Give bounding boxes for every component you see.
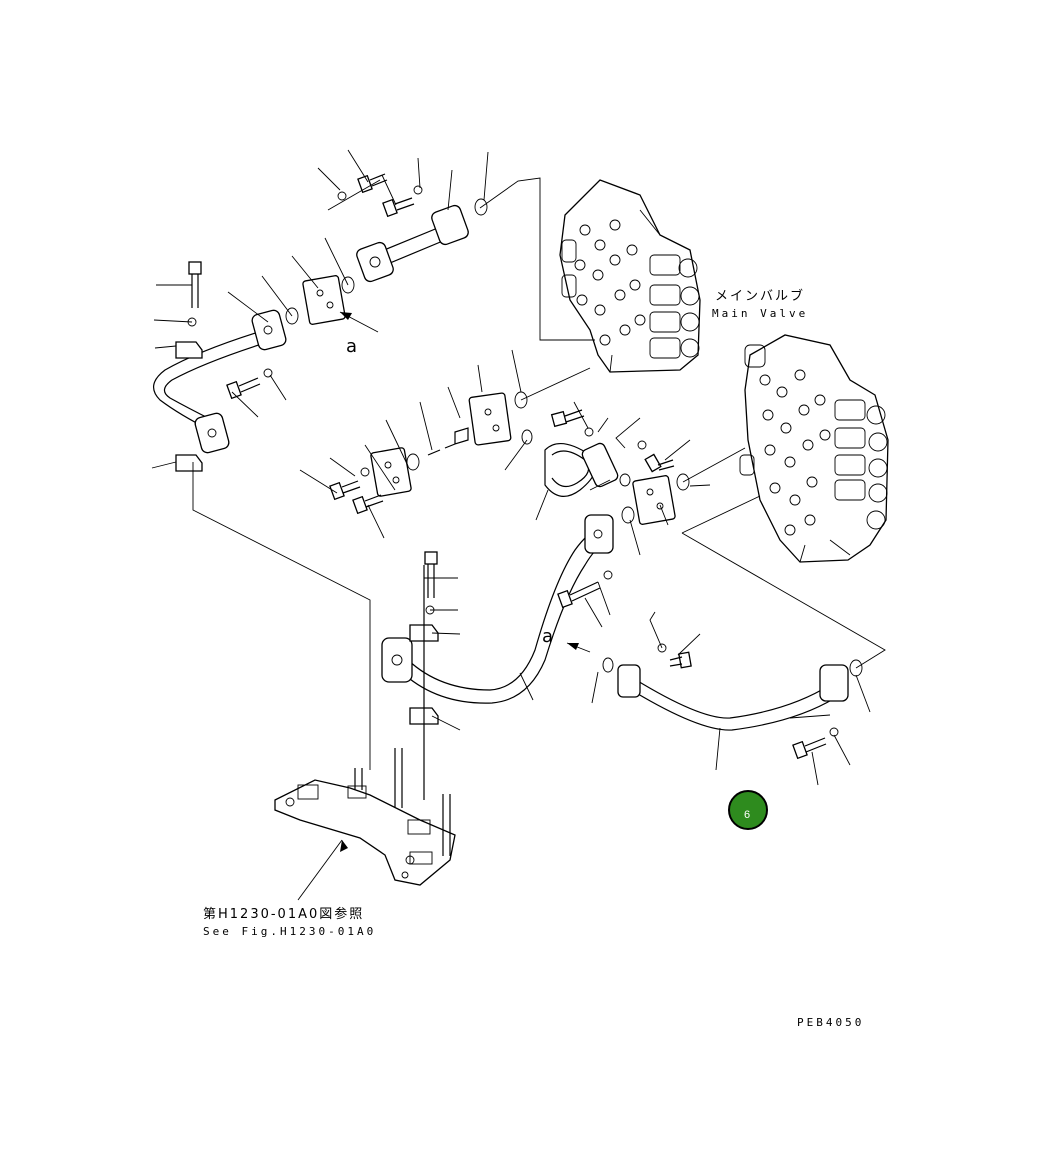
drawing-code: PEB4050 [797, 1016, 864, 1029]
main-valve-label-jp: メインバルブ [715, 288, 805, 304]
pipe-left [153, 309, 287, 454]
badge-circle [728, 790, 768, 830]
item-number-badge[interactable]: 6 [728, 790, 768, 830]
ref-label-a-top: a [346, 336, 357, 357]
pipe-lower-right [617, 664, 849, 731]
pipe-middle [381, 514, 614, 704]
pipe-loop [544, 442, 619, 497]
mounting-bracket [274, 565, 456, 886]
ref-label-a-bottom: a [542, 626, 553, 647]
flange-blocks [302, 275, 676, 525]
badge-number: 6 [744, 809, 750, 821]
pipe-upper-short [356, 204, 469, 283]
main-valve-lower [739, 334, 889, 563]
see-fig-label-jp: 第H1230-01A0図参照 [203, 906, 364, 922]
bolts [187, 173, 839, 760]
leader-lines [151, 149, 886, 901]
see-fig-label-en: See Fig.H1230-01A0 [203, 925, 376, 938]
main-valve-label-en: Main Valve [712, 307, 808, 320]
arrows [339, 311, 591, 852]
main-valve-upper [559, 179, 701, 373]
